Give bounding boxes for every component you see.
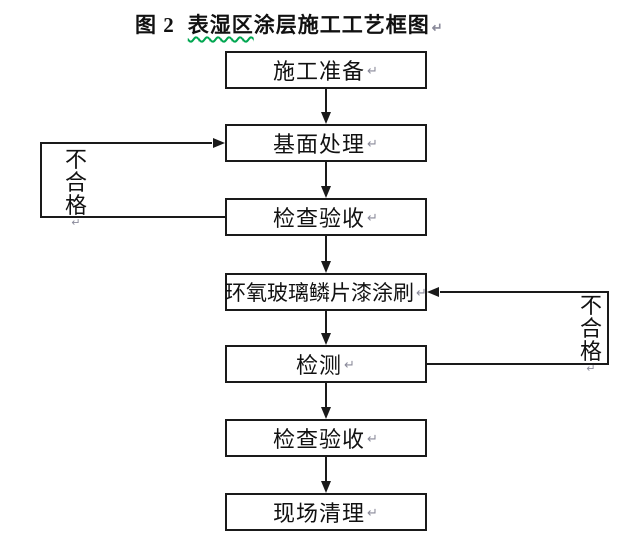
feedback-label-text: 不合格 — [64, 147, 87, 218]
flow-box-label: 检查验收 — [273, 206, 366, 231]
flow-box-label: 检测 — [296, 353, 343, 378]
feedback-label-right: 不合格 ↵ — [578, 294, 604, 375]
arrow-down-3 — [321, 236, 331, 273]
figure-title-highlighted-text: 表湿区 — [187, 13, 254, 37]
paragraph-return-icon: ↵ — [431, 20, 444, 35]
paragraph-return-icon: ↵ — [367, 504, 379, 520]
paragraph-return-icon: ↵ — [367, 209, 379, 225]
paragraph-return-icon: ↵ — [416, 284, 427, 300]
flow-box-epoxy-glass-flake-painting: 环氧玻璃鳞片漆涂刷↵ — [225, 273, 427, 311]
paragraph-return-icon: ↵ — [71, 217, 81, 229]
flow-box-base-surface-treatment: 基面处理↵ — [225, 124, 427, 162]
feedback-loop-left — [40, 138, 225, 218]
feedback-label-left: 不合格 ↵ — [63, 148, 89, 229]
feedback-label-text: 不合格 — [579, 293, 602, 364]
paragraph-return-icon: ↵ — [367, 62, 379, 78]
paragraph-return-icon: ↵ — [344, 356, 356, 372]
paragraph-return-icon: ↵ — [586, 363, 596, 375]
arrow-down-5 — [321, 383, 331, 419]
figure-title-number: 图 2 — [135, 13, 175, 37]
arrow-down-4 — [321, 311, 331, 345]
flow-box-inspection-acceptance-1: 检查验收↵ — [225, 198, 427, 236]
arrow-down-1 — [321, 89, 331, 124]
flow-box-inspection-acceptance-2: 检查验收↵ — [225, 419, 427, 457]
feedback-loop-right — [427, 287, 609, 365]
flow-box-site-cleanup: 现场清理↵ — [225, 493, 427, 531]
flow-box-testing: 检测↵ — [225, 345, 427, 383]
figure-title-rest: 涂层施工工艺框图 — [253, 13, 430, 37]
flow-box-label: 环氧玻璃鳞片漆涂刷 — [225, 281, 415, 305]
figure-title: 图 2 表湿区涂层施工工艺框图↵ — [135, 9, 444, 39]
arrow-down-2 — [321, 162, 331, 198]
flow-box-label: 现场清理 — [273, 501, 366, 526]
paragraph-return-icon: ↵ — [367, 135, 379, 151]
flow-box-label: 检查验收 — [273, 427, 366, 452]
flow-box-label: 基面处理 — [273, 132, 366, 157]
flow-box-label: 施工准备 — [273, 59, 366, 84]
flow-box-construction-preparation: 施工准备↵ — [225, 51, 427, 89]
paragraph-return-icon: ↵ — [367, 430, 379, 446]
arrow-down-6 — [321, 457, 331, 493]
